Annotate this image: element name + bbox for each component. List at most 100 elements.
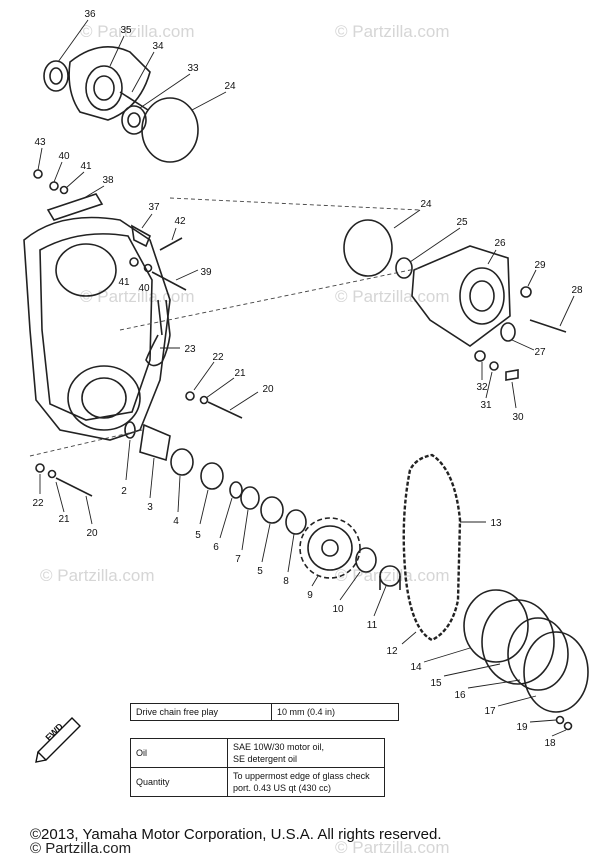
gasket-part (507, 617, 569, 691)
washer-part (129, 257, 139, 267)
quantity-line-2: port. 0.43 US qt (430 cc) (233, 783, 332, 793)
callout-27: 27 (534, 347, 546, 358)
callout-13: 13 (490, 518, 502, 529)
callout-23: 23 (184, 344, 196, 355)
inspection-cover-part (481, 599, 555, 685)
callout-8: 8 (283, 576, 289, 587)
callout-39: 39 (200, 267, 212, 278)
callout-32: 32 (476, 382, 488, 393)
o-ring-part (141, 97, 199, 163)
table-cell: To uppermost edge of glass check port. 0… (227, 767, 385, 797)
callout-40: 40 (58, 151, 70, 162)
copyright-text: ©2013, Yamaha Motor Corporation, U.S.A. … (30, 826, 442, 843)
callout-11: 11 (367, 620, 378, 631)
sprocket-part (299, 517, 361, 579)
callout-5: 5 (195, 530, 201, 541)
callout-18: 18 (544, 738, 556, 749)
watermark: © Partzilla.com (335, 838, 450, 857)
washer-part (199, 395, 209, 405)
callout-25: 25 (456, 217, 468, 228)
lock-washer-part (355, 547, 377, 573)
callout-14: 14 (410, 662, 422, 673)
washer-part (520, 286, 532, 298)
washer-part (185, 391, 195, 401)
seal-part (395, 257, 413, 279)
callout-4: 4 (173, 516, 179, 527)
callout-28: 28 (571, 285, 583, 296)
callout-24: 24 (420, 199, 432, 210)
table-cell: SAE 10W/30 motor oil, SE detergent oil (227, 738, 385, 768)
callout-41: 41 (118, 277, 130, 288)
callout-34: 34 (152, 41, 164, 52)
callout-37: 37 (148, 202, 160, 213)
oil-line-1: SAE 10W/30 motor oil, (233, 742, 325, 752)
callout-6: 6 (213, 542, 219, 553)
nut-part (379, 565, 401, 590)
callout-40: 40 (138, 283, 150, 294)
callout-43: 43 (34, 137, 46, 148)
seal-part (500, 322, 516, 342)
callout-42: 42 (174, 216, 186, 227)
washer-part (33, 169, 43, 179)
table-cell: Quantity (130, 767, 228, 797)
callout-20: 20 (86, 528, 98, 539)
bearing-part (119, 91, 149, 135)
table-cell: Drive chain free play (130, 703, 272, 721)
callout-24: 24 (224, 81, 236, 92)
drive-chain-part (402, 453, 462, 642)
callout-21: 21 (234, 368, 246, 379)
spec-table: Drive chain free play 10 mm (0.4 in) (130, 703, 399, 731)
callout-15: 15 (430, 678, 442, 689)
callout-41: 41 (80, 161, 92, 172)
breather-pipe-part (145, 299, 171, 367)
callout-19: 19 (516, 722, 528, 733)
chain-case-cover-part (23, 216, 171, 441)
table-row: Quantity To uppermost edge of glass chec… (130, 767, 385, 797)
table-row: Oil SAE 10W/30 motor oil, SE detergent o… (130, 738, 385, 768)
callout-20: 20 (262, 384, 274, 395)
callout-12: 12 (386, 646, 398, 657)
bearing-housing-part (68, 46, 151, 121)
bolt-part (159, 237, 183, 251)
callout-17: 17 (484, 706, 496, 717)
callout-38: 38 (102, 175, 114, 186)
bolt-part (151, 271, 187, 291)
rear-housing-part (411, 245, 511, 347)
callout-35: 35 (120, 25, 132, 36)
bracket-part (130, 224, 152, 248)
callout-9: 9 (307, 590, 313, 601)
bolt-part (207, 401, 243, 419)
table-cell: Oil (130, 738, 228, 768)
callout-30: 30 (512, 412, 524, 423)
callout-33: 33 (187, 63, 199, 74)
callout-22: 22 (32, 498, 44, 509)
callout-26: 26 (494, 238, 506, 249)
shaft-collar-part (124, 421, 307, 535)
watermark: © Partzilla.com (335, 287, 450, 306)
callout-29: 29 (534, 260, 546, 271)
washer-part (49, 181, 59, 191)
callout-10: 10 (332, 604, 344, 615)
callout-2: 2 (121, 486, 127, 497)
watermark: © Partzilla.com (335, 566, 450, 585)
callout-16: 16 (454, 690, 466, 701)
quantity-line-1: To uppermost edge of glass check (233, 771, 370, 781)
footer-watermark: © Partzilla.com (30, 840, 132, 857)
callout-31: 31 (480, 400, 492, 411)
cover-plate-part (523, 631, 589, 713)
washer-part (474, 350, 486, 362)
oil-seal-part (43, 60, 69, 92)
watermark: © Partzilla.com (335, 22, 450, 41)
callout-21: 21 (58, 514, 70, 525)
plug-part (505, 369, 519, 381)
callout-7: 7 (235, 554, 241, 565)
callout-5: 5 (257, 566, 263, 577)
washer-part (47, 469, 57, 479)
washer-part (59, 185, 69, 195)
callout-22: 22 (212, 352, 224, 363)
table-row: Drive chain free play 10 mm (0.4 in) (130, 703, 399, 721)
screw-part (563, 721, 573, 731)
washer-part (489, 361, 499, 371)
oil-line-2: SE detergent oil (233, 754, 298, 764)
gasket-part (463, 589, 529, 663)
